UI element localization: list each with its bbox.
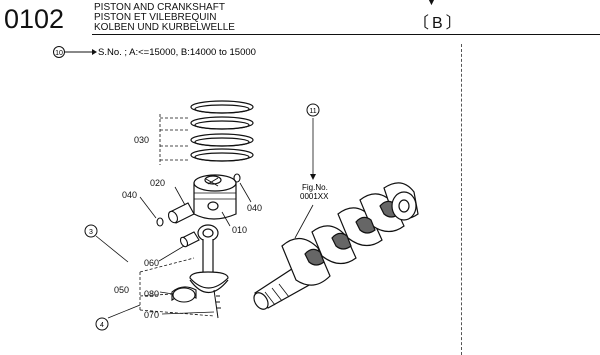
small-end-bush bbox=[179, 231, 200, 248]
ref-number-4: 4 bbox=[100, 322, 104, 329]
variant-mark: 〔B〕 bbox=[413, 15, 465, 32]
part-label-060: 060 bbox=[144, 258, 159, 268]
ref-circle-11 bbox=[306, 103, 320, 117]
bearing-shell bbox=[171, 286, 197, 303]
part-label-070: 070 bbox=[144, 310, 159, 320]
title-french: PISTON ET VILEBREQUIN bbox=[94, 12, 217, 23]
header-rule bbox=[92, 34, 600, 35]
ref-number-3: 3 bbox=[89, 229, 93, 236]
note-ref-number: 10 bbox=[55, 50, 63, 57]
bracket-030 bbox=[159, 114, 190, 165]
fig-label: Fig.No. bbox=[302, 183, 328, 192]
arrow-right-icon bbox=[92, 49, 97, 55]
part-label-050: 050 bbox=[114, 285, 129, 295]
arrow-down-icon: ▼ bbox=[427, 0, 436, 7]
piston bbox=[193, 174, 237, 220]
part-label-040-right: 040 bbox=[247, 203, 262, 213]
circlips bbox=[156, 173, 241, 227]
fig-number: 0001XX bbox=[300, 192, 329, 201]
piston-rings bbox=[190, 100, 254, 162]
title-english: PISTON AND CRANKSHAFT bbox=[94, 2, 225, 13]
ref-circle-4 bbox=[95, 317, 109, 331]
ref-number-11: 11 bbox=[309, 108, 316, 115]
page-code: 0102 bbox=[4, 4, 65, 34]
part-label-080: 080 bbox=[144, 289, 159, 299]
serial-note: 10 S.No. ; A:<=15000, B:14000 to 15000 bbox=[53, 46, 256, 58]
connecting-rod bbox=[189, 224, 229, 294]
leader-lines bbox=[139, 118, 314, 315]
serial-note-text: S.No. ; A:<=15000, B:14000 to 15000 bbox=[98, 47, 256, 58]
part-label-030: 030 bbox=[134, 135, 149, 145]
part-label-040-left: 040 bbox=[122, 190, 137, 200]
leader-line bbox=[95, 235, 129, 263]
leader-line bbox=[107, 304, 141, 319]
crankshaft bbox=[253, 182, 419, 310]
column-divider bbox=[461, 44, 462, 355]
piston-pin bbox=[167, 202, 195, 224]
title-german: KOLBEN UND KURBELWELLE bbox=[94, 22, 235, 33]
part-label-020: 020 bbox=[150, 178, 165, 188]
ref-circle-3 bbox=[84, 224, 98, 238]
rod-bolt bbox=[213, 289, 221, 319]
bracket-050 bbox=[139, 257, 215, 317]
part-label-010: 010 bbox=[232, 225, 247, 235]
arrow-down-icon bbox=[310, 174, 316, 180]
